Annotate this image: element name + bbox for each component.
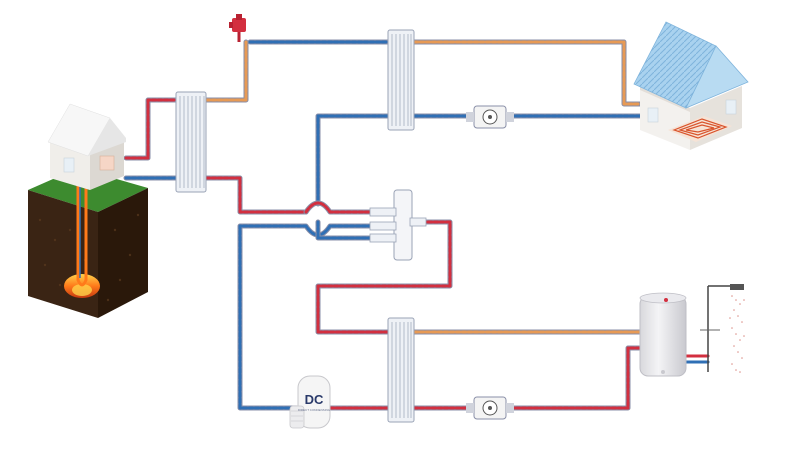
pipe-upper-supply: [411, 39, 643, 107]
pipe-to-valve: [203, 39, 249, 103]
house-right-icon: [633, 21, 749, 150]
circulation-pump-icon: [466, 105, 514, 129]
shower-icon: [700, 284, 745, 373]
pipe-manifold-cold: [237, 219, 375, 411]
compressor-brand: DC: [305, 392, 324, 407]
compressor-tagline: DIRECT CONDENSING: [298, 408, 331, 412]
pipe-manifold-to-lower: [315, 219, 453, 335]
geothermal-well-icon: [28, 168, 148, 318]
expansion-valve-icon: [229, 14, 246, 42]
heat-exchanger-left: [175, 91, 207, 193]
pipe-left-to-manifold: [203, 175, 375, 215]
pipe-lower-return: [411, 345, 643, 411]
heat-exchanger-lower: [387, 317, 415, 423]
house-icon: [47, 103, 126, 190]
boiler-tank-icon: [639, 292, 687, 377]
compressor-icon: DC DIRECT CONDENSING: [289, 375, 331, 429]
pipe-network: [123, 39, 710, 411]
manifold-icon: [369, 189, 427, 261]
heat-exchanger-upper: [387, 29, 415, 131]
pipe-ground-hot: [123, 97, 179, 161]
pipe-boiler-to-shower: [684, 354, 710, 364]
pipe-upper-to-manifold: [315, 113, 391, 207]
circulation-pump-lower-icon: [466, 396, 514, 420]
